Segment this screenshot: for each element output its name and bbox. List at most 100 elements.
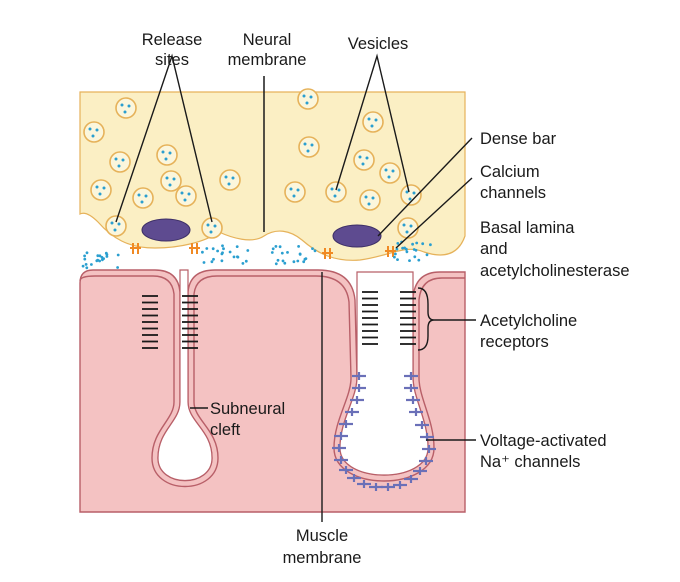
vesicle bbox=[115, 97, 137, 119]
acetylcholine-dot bbox=[105, 255, 109, 258]
acetylcholine-dot bbox=[220, 259, 224, 263]
vesicle bbox=[83, 121, 105, 143]
acetylcholine-dot bbox=[100, 255, 104, 259]
vesicle bbox=[219, 169, 241, 191]
acetylcholine-dot bbox=[236, 255, 239, 259]
synaptic-vesicles bbox=[83, 88, 422, 239]
release-sites-leader bbox=[115, 53, 213, 223]
na-channel bbox=[404, 475, 418, 483]
acetylcholine-dot bbox=[201, 250, 204, 254]
acetylcholine-dot bbox=[421, 242, 425, 246]
label-vesicles: Vesicles bbox=[348, 35, 409, 53]
label-ach-receptors-2: receptors bbox=[480, 333, 549, 351]
acetylcholine-dot bbox=[296, 259, 300, 263]
acetylcholine-dot bbox=[283, 261, 287, 265]
na-channel bbox=[350, 396, 364, 404]
vesicle bbox=[284, 181, 306, 203]
acetylcholine-dot bbox=[394, 252, 397, 256]
acetylcholine-dot bbox=[271, 247, 275, 251]
dense-bar-right bbox=[332, 224, 382, 248]
label-calcium-channels-2: channels bbox=[480, 184, 546, 202]
label-voltage-na-2: Na⁺ channels bbox=[480, 453, 580, 471]
calcium-channel bbox=[385, 246, 396, 257]
label-subneural-cleft-1: Subneural bbox=[210, 400, 285, 418]
na-channel bbox=[339, 420, 353, 428]
acetylcholine-dot bbox=[222, 247, 225, 251]
na-channel bbox=[347, 474, 361, 482]
na-channel bbox=[332, 444, 346, 452]
acetylcholine-dot bbox=[280, 251, 284, 255]
acetylcholine-dot bbox=[425, 253, 429, 257]
label-basal-lamina-2: and bbox=[480, 240, 508, 258]
na-channel bbox=[352, 372, 366, 380]
acetylcholine-dots bbox=[81, 240, 432, 270]
dense-bar-left bbox=[141, 218, 191, 242]
label-basal-lamina-1: Basal lamina bbox=[480, 219, 575, 237]
acetylcholine-dot bbox=[235, 245, 239, 249]
acetylcholine-dot bbox=[415, 241, 419, 245]
label-release-sites-1: Release bbox=[142, 31, 203, 49]
vesicle bbox=[105, 215, 127, 237]
acetylcholine-dot bbox=[276, 258, 280, 262]
acetylcholine-dot bbox=[244, 259, 248, 263]
acetylcholine-dot bbox=[96, 254, 100, 258]
acetylcholine-dot bbox=[85, 251, 89, 255]
dense-bar-leader bbox=[377, 137, 473, 237]
vesicle bbox=[156, 144, 178, 166]
label-neural-membrane-1: Neural bbox=[243, 31, 292, 49]
label-muscle-membrane-2: membrane bbox=[283, 549, 362, 567]
calcium-channel bbox=[322, 248, 333, 259]
acetylcholine-dot bbox=[313, 249, 317, 253]
acetylcholine-receptors bbox=[142, 291, 416, 349]
acetylcholine-dot bbox=[212, 257, 215, 261]
vesicle bbox=[359, 189, 381, 211]
acetylcholine-dot bbox=[404, 247, 408, 251]
na-channel bbox=[393, 481, 407, 489]
na-channel bbox=[352, 384, 366, 392]
calcium-channel bbox=[189, 243, 200, 254]
na-channel bbox=[334, 456, 348, 464]
na-channel bbox=[404, 372, 418, 380]
vesicle bbox=[109, 151, 131, 173]
acetylcholine-dot bbox=[241, 262, 245, 265]
na-channel bbox=[381, 483, 395, 491]
leader-lines bbox=[115, 53, 476, 522]
acetylcholine-dot bbox=[401, 246, 404, 250]
na-channel bbox=[406, 396, 420, 404]
acetylcholine-dot bbox=[228, 250, 232, 254]
acetylcholine-dot bbox=[84, 263, 88, 266]
acetylcholine-dot bbox=[221, 251, 224, 255]
vesicle bbox=[132, 187, 154, 209]
acetylcholine-dot bbox=[297, 245, 300, 248]
vesicle bbox=[362, 111, 384, 133]
acetylcholine-dot bbox=[246, 249, 250, 252]
acetylcholine-dot bbox=[83, 254, 86, 258]
acetylcholine-dot bbox=[85, 266, 89, 270]
acetylcholine-dot bbox=[232, 255, 236, 259]
acetylcholine-dot bbox=[98, 254, 102, 258]
acetylcholine-dot bbox=[304, 257, 308, 260]
label-calcium-channels-1: Calcium bbox=[480, 163, 540, 181]
acetylcholine-dot bbox=[81, 264, 85, 268]
acetylcholine-dot bbox=[270, 251, 274, 254]
acetylcholine-dot bbox=[405, 250, 409, 254]
na-channel bbox=[409, 408, 423, 416]
vesicles-leader bbox=[335, 53, 410, 193]
acetylcholine-dot bbox=[83, 257, 87, 261]
na-channel bbox=[334, 432, 348, 440]
acetylcholine-dot bbox=[101, 258, 104, 262]
vesicle bbox=[298, 136, 320, 158]
na-channel bbox=[345, 408, 359, 416]
acetylcholine-dot bbox=[216, 249, 220, 253]
vesicle bbox=[379, 162, 401, 184]
label-basal-lamina-3: acetylcholinesterase bbox=[480, 262, 630, 280]
acetylcholine-dot bbox=[202, 261, 206, 264]
acetylcholine-dot bbox=[274, 245, 278, 248]
na-channel bbox=[357, 480, 371, 488]
calcium-channels-leader bbox=[395, 177, 473, 249]
acetylcholine-dot bbox=[90, 263, 93, 266]
acetylcholine-dot bbox=[274, 262, 278, 266]
acetylcholine-dot bbox=[396, 258, 399, 261]
acetylcholine-dot bbox=[417, 258, 421, 262]
